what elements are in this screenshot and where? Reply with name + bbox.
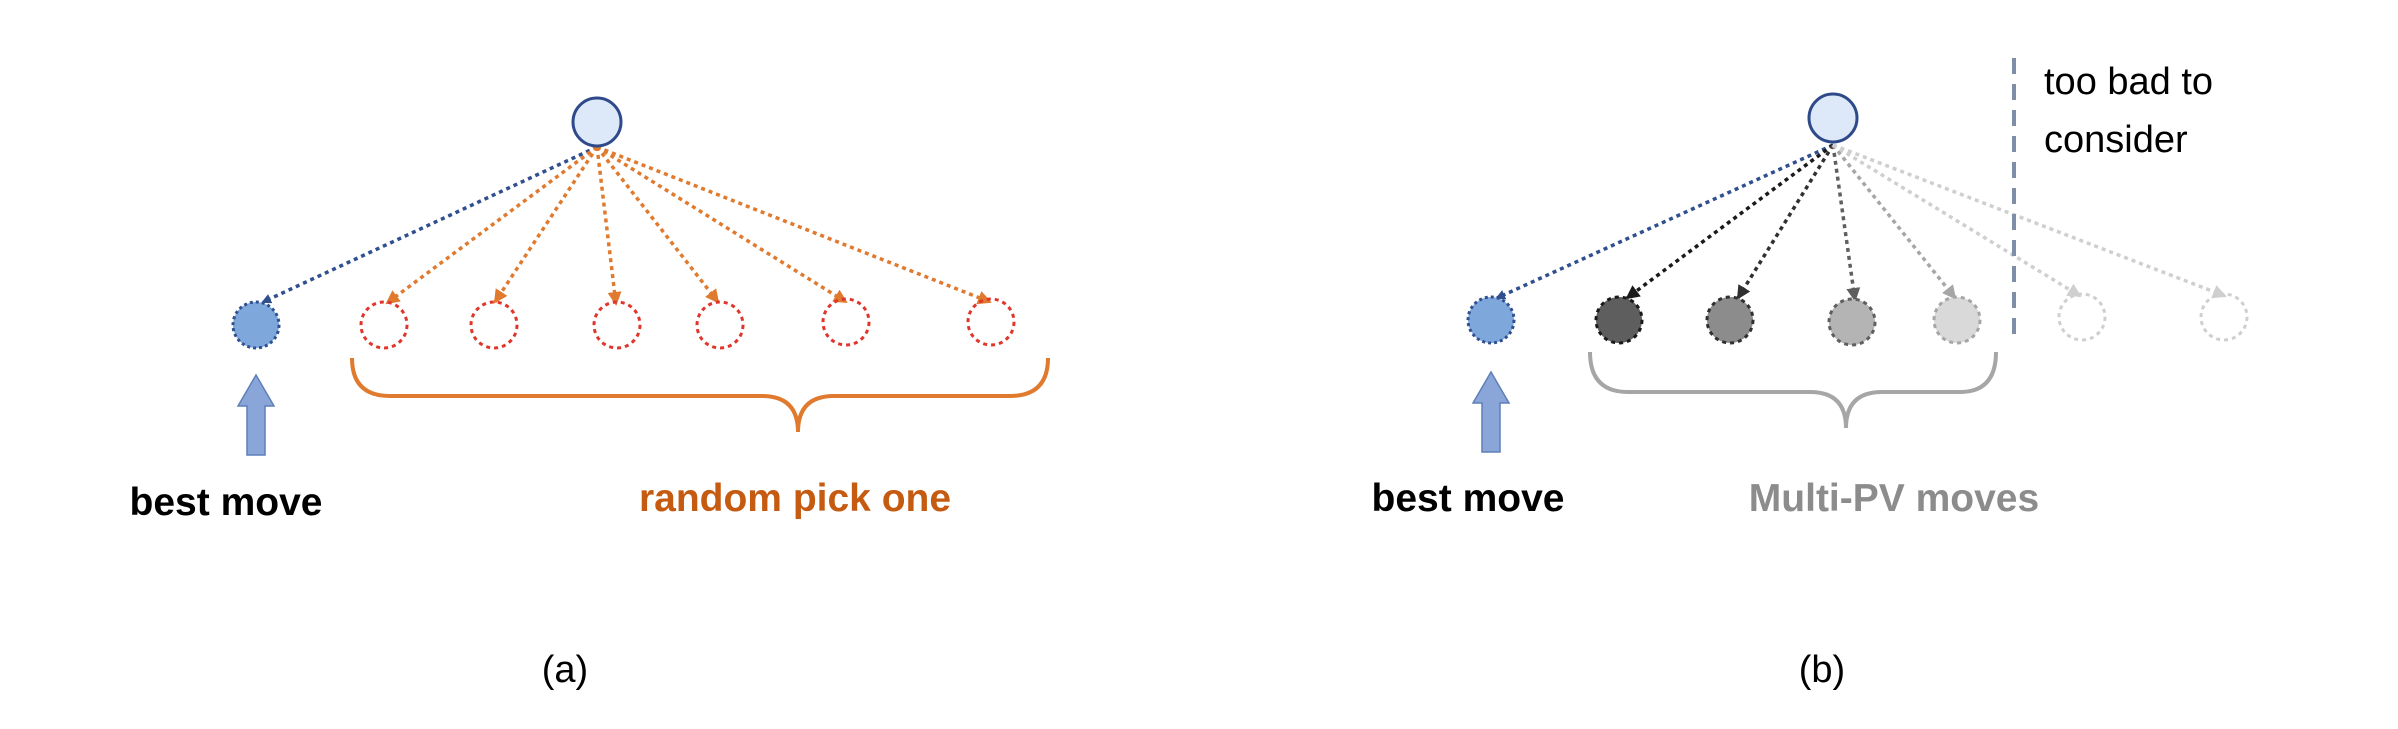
multipv-edge [1625,143,1835,300]
multipv-group-brace [1588,351,1998,429]
panel-b-edges [1495,143,2227,302]
multipv-nodes [1594,295,1982,347]
random-edge [493,146,599,304]
panel-a-random-pick-label: random pick one [639,477,951,520]
multipv-edge [1736,144,1835,300]
best-move-edge [1495,143,1834,300]
random-candidate-nodes [359,297,1016,350]
root-node [571,96,623,148]
multipv-edge [1831,144,1861,302]
best-move-edge [261,145,598,304]
candidate-node [592,300,642,350]
random-group-brace [350,357,1050,433]
rejected-edge [1832,143,2227,299]
panel-b: best move Multi-PV moves too bad to cons… [1372,58,2249,691]
panel-a-best-move-label: best move [130,481,323,524]
candidate-node [695,300,745,350]
panel-b-multipv-label: Multi-PV moves [1749,477,2039,520]
rejected-node [2057,292,2107,342]
random-edge [596,145,848,304]
root-node [1807,92,1859,144]
multipv-edge [1831,143,1957,300]
cutoff-label-line1: too bad to [2044,61,2213,103]
random-edge [596,145,992,305]
multipv-node [1932,295,1982,345]
random-edge [595,146,622,306]
candidate-node [821,297,871,347]
multipv-node [1705,295,1755,345]
best-move-arrow-icon [236,373,276,456]
best-move-node [1466,295,1516,345]
candidate-node [469,300,519,350]
rejected-nodes [2057,292,2249,342]
panel-b-best-move-label: best move [1372,477,1565,520]
rejected-edge [1832,143,2082,298]
cutoff-label-line2: consider [2044,119,2188,161]
best-move-node [231,300,281,350]
rejected-node [2199,292,2249,342]
multipv-node [1827,297,1877,347]
candidate-node [359,300,409,350]
panel-b-caption: (b) [1799,649,1845,691]
random-edge [385,145,599,305]
multipv-node [1594,295,1644,345]
candidate-node [966,297,1016,347]
best-move-arrow-icon [1471,370,1511,453]
random-edge [595,145,720,304]
panel-a-edges [261,145,992,306]
panel-a-caption: (a) [542,649,588,691]
panel-a: best move random pick one (a) [130,96,1050,691]
